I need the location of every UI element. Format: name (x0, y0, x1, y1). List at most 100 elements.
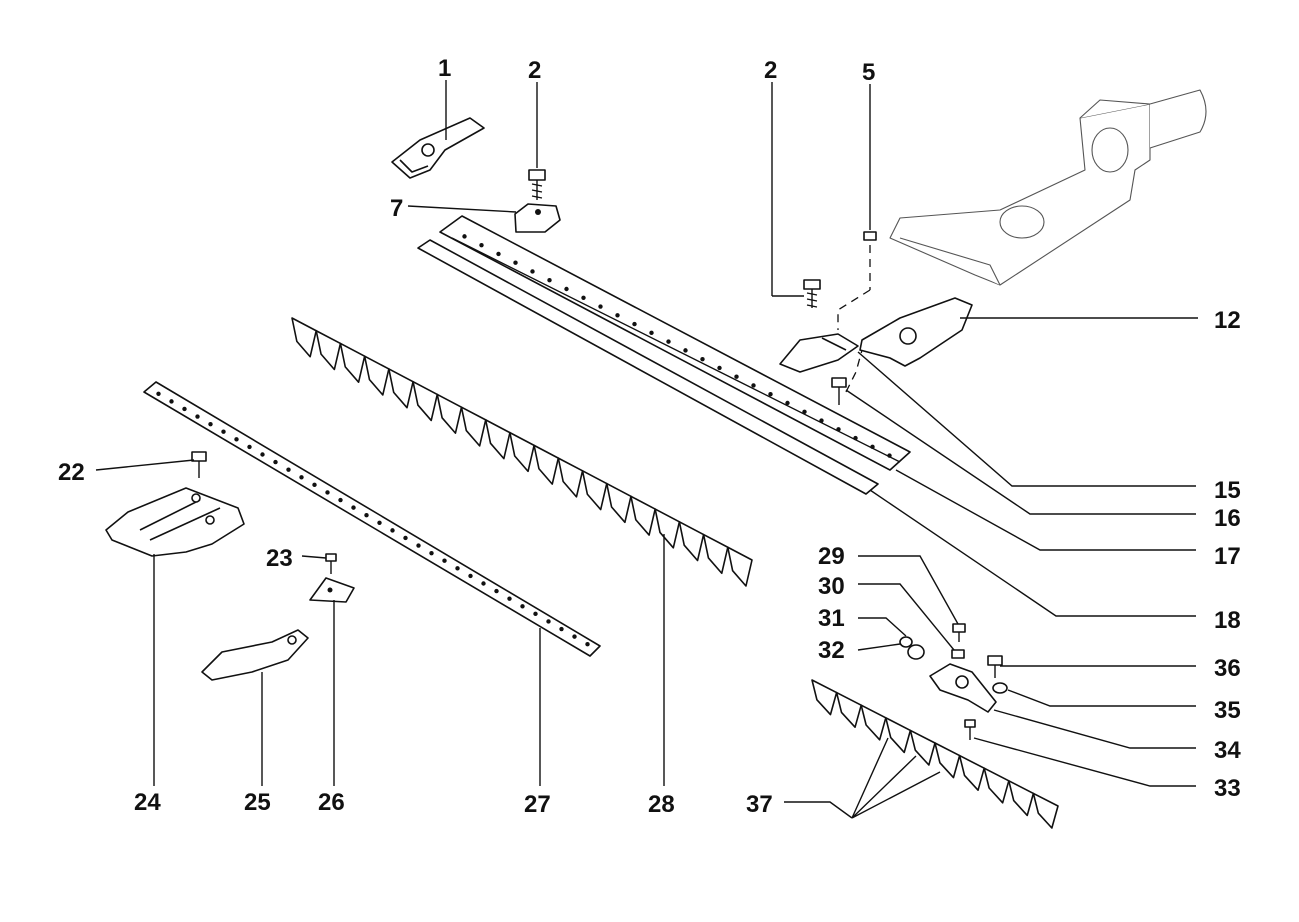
part-5-screw-drawing (837, 231, 877, 330)
part-29-bolt-drawing (952, 623, 966, 642)
callout-33: 33 (1214, 775, 1241, 802)
part-2-bolt-mid-drawing (803, 279, 821, 308)
callout-5: 5 (862, 59, 875, 86)
callout-31: 31 (818, 605, 845, 632)
part-22-bolt-drawing (191, 451, 207, 478)
knife-section (726, 546, 753, 587)
callout-labels: 1 2 7 2 5 12 15 16 17 18 22 23 24 25 26 … (58, 55, 1241, 818)
callout-36: 36 (1214, 655, 1241, 682)
part-24-guard-drawing (105, 487, 245, 557)
callout-1: 1 (438, 55, 451, 82)
knife-section (484, 419, 511, 460)
bar-hole (299, 475, 304, 480)
bar-hole (683, 348, 688, 353)
part-27-knife-back-drawing (143, 381, 601, 657)
bar-hole (195, 414, 200, 419)
callout-15: 15 (1214, 477, 1241, 504)
bar-hole (547, 278, 552, 283)
bar-hole (273, 459, 278, 465)
bar-hole (416, 543, 421, 548)
bar-hole (494, 588, 499, 594)
knife-section (1032, 792, 1059, 829)
callout-35: 35 (1214, 697, 1241, 724)
callout-2-mid: 2 (764, 57, 777, 84)
knife-section (363, 355, 390, 396)
knife-section (885, 717, 912, 754)
callout-28: 28 (648, 791, 675, 818)
bar-hole (182, 406, 187, 412)
part-16-bolt-drawing (831, 349, 863, 405)
callout-22: 22 (58, 459, 85, 486)
bar-hole (338, 497, 343, 503)
callout-26: 26 (318, 789, 345, 816)
bar-hole (364, 513, 369, 518)
part-30-nut-drawing (951, 649, 965, 659)
part-17-finger-bar-drawing (439, 215, 911, 471)
bar-hole (479, 242, 484, 248)
bar-hole (546, 619, 551, 624)
knife-section (388, 368, 414, 409)
knife-section (1008, 780, 1035, 817)
callout-27: 27 (524, 791, 551, 818)
bar-hole (768, 392, 773, 397)
bar-hole (481, 581, 486, 586)
knife-section (958, 754, 985, 791)
bar-hole (513, 260, 518, 265)
bar-hole (649, 330, 654, 336)
bar-hole (351, 505, 356, 510)
bar-hole (836, 427, 841, 432)
bar-hole (247, 444, 252, 450)
bar-hole (455, 566, 460, 571)
bar-hole (312, 482, 317, 488)
bar-hole (221, 429, 226, 434)
knife-section (339, 342, 366, 384)
bar-hole (853, 435, 858, 441)
part-37-knife-row-drawing (811, 679, 1059, 829)
knife-section (934, 742, 961, 779)
part-28-knife-row-drawing (291, 317, 753, 587)
bar-hole (403, 535, 408, 541)
part-1-clip-drawing (391, 117, 485, 179)
bar-hole (468, 573, 473, 579)
knife-section (654, 508, 681, 549)
bar-hole (462, 234, 467, 239)
knife-section (835, 691, 862, 728)
callout-2-top: 2 (528, 57, 541, 84)
knife-section (983, 767, 1010, 804)
callout-17: 17 (1214, 543, 1241, 570)
bar-hole (286, 467, 291, 472)
bar-hole (234, 437, 239, 442)
part-34-knife-head-drawing (929, 663, 997, 713)
part-7-plate-drawing (514, 203, 561, 233)
bar-hole (377, 520, 382, 525)
callout-37: 37 (746, 791, 773, 818)
bar-hole (887, 453, 892, 458)
bar-hole (870, 444, 875, 450)
knife-section (811, 679, 838, 716)
bar-hole (559, 626, 564, 632)
bar-hole (533, 611, 538, 617)
callout-18: 18 (1214, 607, 1241, 634)
part-31-32-bushing-drawing (899, 636, 925, 660)
callout-16: 16 (1214, 505, 1241, 532)
knife-section (605, 482, 632, 524)
knife-section (509, 431, 535, 473)
knife-section (412, 380, 439, 422)
bar-hole (429, 550, 434, 556)
knife-section (315, 329, 342, 371)
part-33-screw-drawing (964, 719, 976, 740)
bar-hole (734, 374, 739, 379)
knife-section (630, 495, 656, 536)
knife-section (702, 533, 729, 575)
bar-hole (530, 269, 535, 274)
callout-24: 24 (134, 789, 161, 816)
bar-hole (585, 642, 590, 647)
part-2-bolt-top-drawing (528, 169, 546, 200)
bar-hole (572, 634, 577, 639)
bar-hole (169, 399, 174, 404)
bar-hole (700, 356, 705, 362)
part-18-wear-strip-drawing (417, 239, 879, 495)
callout-23: 23 (266, 545, 293, 572)
bar-hole (442, 558, 447, 563)
